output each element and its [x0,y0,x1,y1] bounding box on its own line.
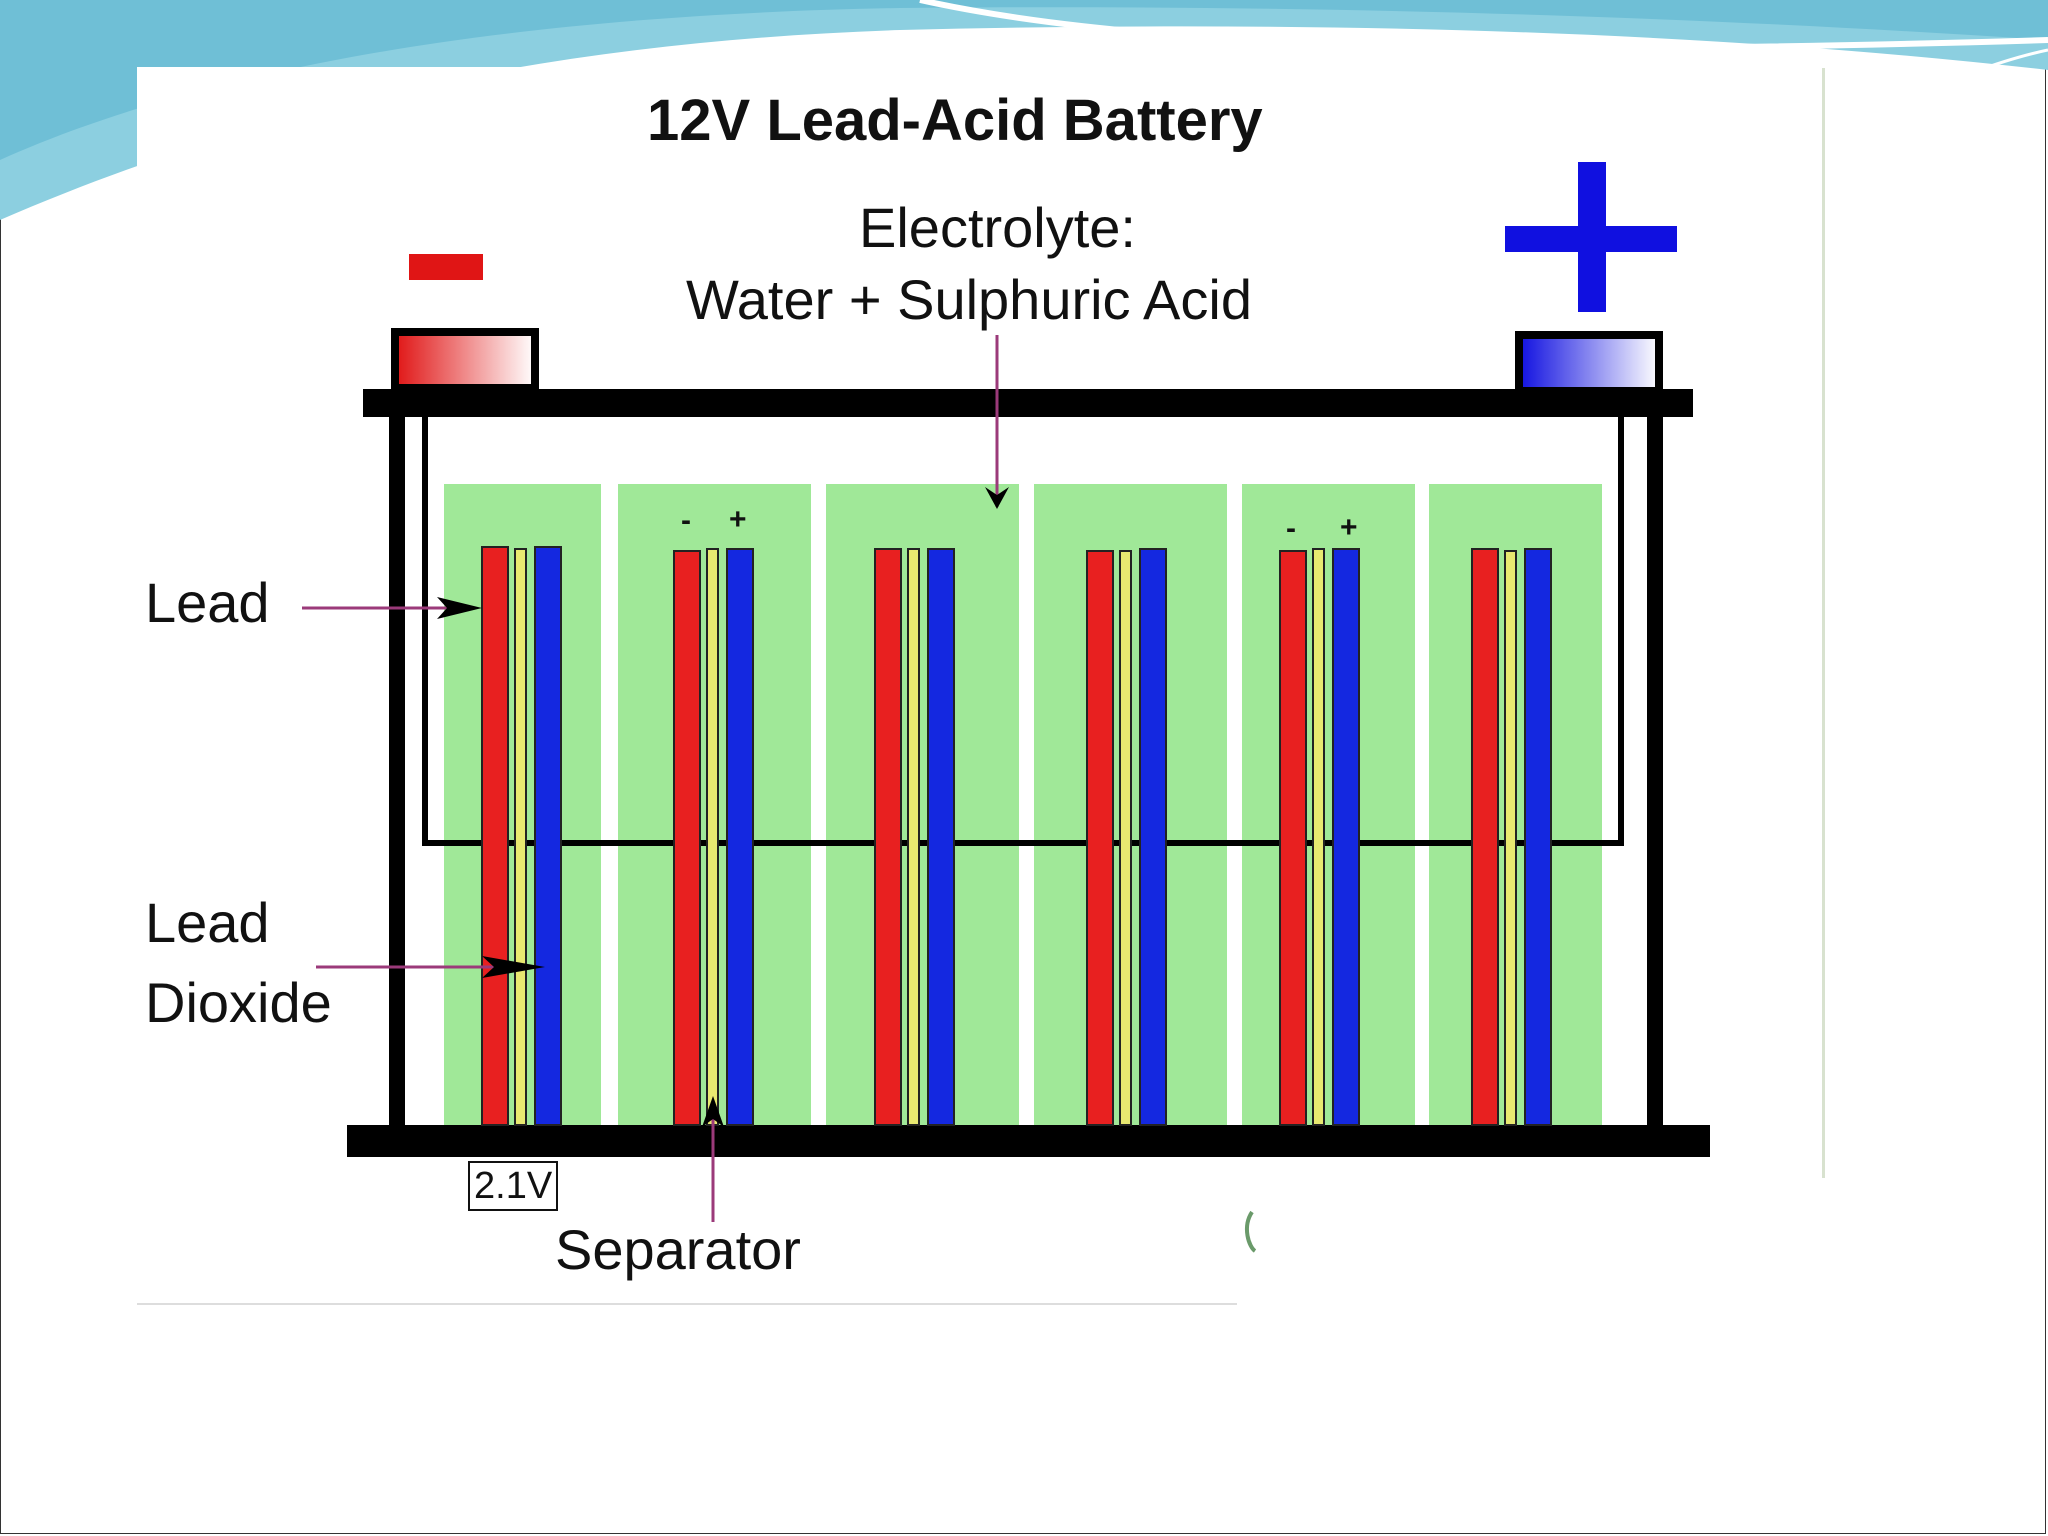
plate-set-3 [874,548,955,1126]
header-wave-decoration [0,0,2048,220]
lead-label: Lead [145,571,270,634]
negative-terminal [391,328,539,392]
lead-dioxide-arrow [316,956,545,978]
plate-set-1 [481,546,562,1126]
separator-arrow [702,1096,724,1222]
battery-base [347,1125,1710,1157]
cell-voltage-box: 2.1V [468,1161,559,1211]
plate-set-2 [673,548,754,1126]
plate-set-5 [1279,548,1360,1126]
lead-dioxide-label-line1: Lead [145,891,270,954]
electrolyte-detail-label: Water + Sulphuric Acid [686,268,1252,331]
cell-2-plus-marker: + [729,503,747,536]
plate-set-4 [1086,548,1167,1126]
cell-5-minus-marker: - [1286,512,1296,545]
battery-diagram [137,162,1710,1305]
internal-wire [422,417,1624,846]
diagram-title: 12V Lead-Acid Battery [647,88,1263,153]
cell-2-minus-marker: - [681,504,691,537]
diagram-panel: 12V Lead-Acid Battery Electrolyte: Water… [137,67,1894,1399]
plus-icon [1505,162,1677,312]
battery-lid [363,389,1693,417]
battery-wall-left [389,402,405,1132]
lead-arrow [302,597,482,619]
electrolyte-label: Electrolyte: [859,196,1136,259]
minus-icon [409,254,483,280]
cell-3 [826,484,1019,1125]
separator-label: Separator [555,1218,801,1281]
panel-edge-line [1822,68,1825,1178]
lead-dioxide-label-line2: Dioxide [145,971,332,1034]
battery-wall-right [1647,402,1663,1132]
corner-artifact [1244,1210,1257,1253]
cell-5-plus-marker: + [1340,511,1358,544]
electrolyte-arrow [985,335,1009,509]
cell-5 [1242,484,1415,1125]
positive-terminal [1515,331,1663,395]
plate-set-6 [1471,548,1552,1126]
